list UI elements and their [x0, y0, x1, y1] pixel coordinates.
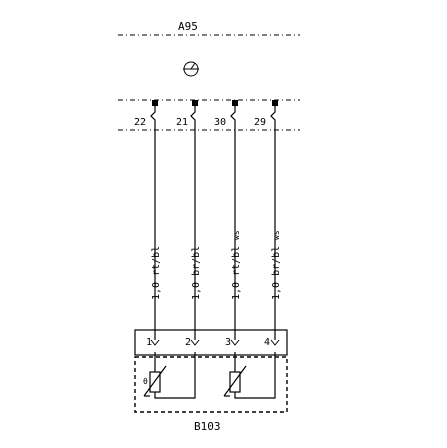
a95-pin-30: 30: [214, 100, 238, 128]
b103-pin-3: 3: [225, 337, 240, 348]
a95-symbol-icon: [183, 61, 199, 77]
svg-text:29: 29: [254, 117, 266, 128]
wire-2-label: 1,0 br/bl: [191, 246, 202, 300]
svg-text:21: 21: [176, 117, 188, 128]
svg-text:22: 22: [134, 117, 146, 128]
a95-pin-29: 29: [254, 100, 278, 128]
b103-pin-2: 2: [185, 337, 200, 348]
theta-symbol-1: θ: [143, 377, 148, 386]
b103-connector-box: [134, 329, 288, 356]
component-a95: A95 22 21 30 29: [118, 20, 300, 131]
component-b103: 1 2 3 4 θ: [134, 329, 288, 433]
temperature-sensor-2-icon: [223, 352, 276, 399]
wires: 1,0 rt/bl 1,0 br/bl 1,0 rt/bl ws 1,0 br/…: [150, 106, 282, 340]
wire-1-label: 1,0 rt/bl: [151, 246, 162, 300]
svg-text:2: 2: [185, 337, 191, 348]
b103-enclosure: [134, 356, 288, 413]
svg-text:3: 3: [225, 337, 231, 348]
wire-4: 1,0 br/bl ws: [270, 106, 282, 340]
wire-1: 1,0 rt/bl: [150, 106, 162, 340]
a95-pin-22: 22: [134, 100, 158, 128]
wire-3-label: 1,0 rt/bl: [231, 246, 242, 300]
b103-pin-1: 1: [146, 337, 160, 348]
b103-pin-4: 4: [264, 337, 280, 348]
temperature-sensor-1-icon: θ: [143, 352, 196, 399]
a95-label: A95: [178, 20, 198, 33]
wire-4-note: ws: [272, 230, 281, 240]
svg-text:30: 30: [214, 117, 226, 128]
svg-text:4: 4: [264, 337, 270, 348]
wire-2: 1,0 br/bl: [190, 106, 202, 340]
wire-3: 1,0 rt/bl ws: [230, 106, 242, 340]
wire-3-note: ws: [232, 230, 241, 240]
a95-pin-21: 21: [176, 100, 198, 128]
svg-text:1: 1: [146, 337, 152, 348]
wire-4-label: 1,0 br/bl: [271, 246, 282, 300]
b103-label: B103: [194, 420, 221, 433]
